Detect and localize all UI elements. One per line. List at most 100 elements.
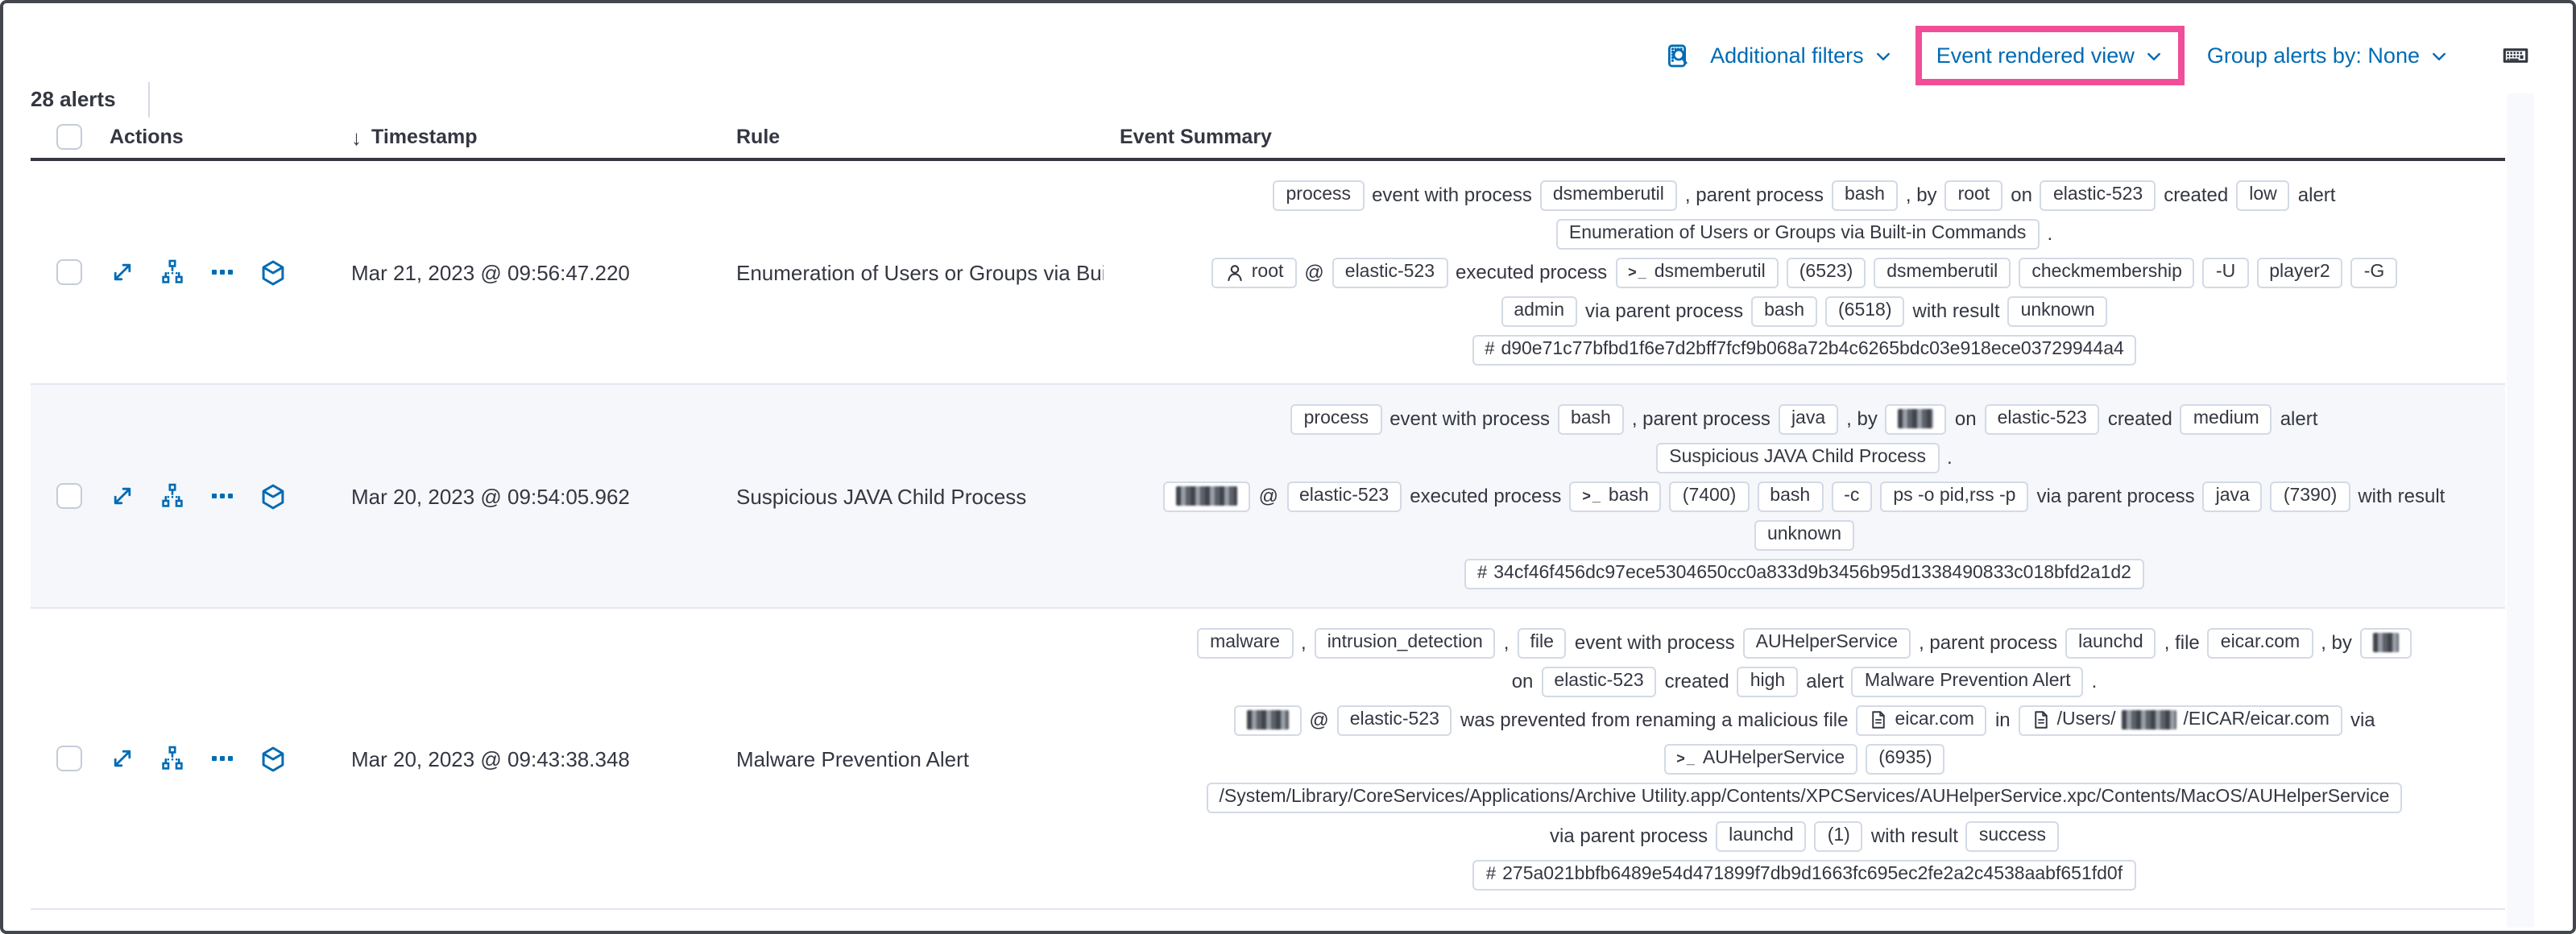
additional-filters-button[interactable]: Additional filters (1710, 43, 1893, 68)
more-actions-icon[interactable] (209, 483, 235, 509)
timestamp-value: Mar 21, 2023 @ 09:56:47.220 (351, 260, 630, 284)
badge-text: (6518) (1838, 300, 1892, 320)
badge-text: elastic-523 (1299, 486, 1389, 505)
session-view-icon[interactable] (259, 746, 285, 772)
column-header-event-summary-label: Event Summary (1120, 126, 1272, 148)
summary-badge: elastic-523 (1984, 403, 2100, 434)
summary-badge: java (2202, 481, 2263, 511)
session-view-icon[interactable] (259, 259, 285, 286)
summary-badge: >_bash (1569, 481, 1662, 511)
summary-badge: /Users//EICAR/eicar.com (2018, 705, 2342, 735)
summary-text: created (2107, 407, 2172, 430)
badge-text: checkmembership (2031, 262, 2182, 281)
summary-badge: elastic-523 (1286, 481, 1402, 511)
summary-badge: bash (1832, 180, 1898, 210)
summary-text: in (1994, 709, 2011, 731)
badge-text: launchd (2078, 632, 2143, 651)
summary-badge: -G (2350, 257, 2398, 287)
row-checkbox[interactable] (56, 746, 82, 771)
inspect-icon[interactable] (1663, 43, 1689, 68)
summary-badge: (6518) (1825, 295, 1905, 326)
summary-badge: bash (1757, 481, 1824, 511)
badge-text: ps -o pid,rss -p (1893, 486, 2016, 505)
vertical-scrollbar[interactable] (2507, 93, 2534, 928)
summary-text: . (2047, 222, 2053, 245)
badge-text: dsmemberutil (1552, 184, 1664, 204)
summary-badge: medium (2180, 403, 2272, 434)
session-view-icon[interactable] (259, 483, 285, 510)
badge-text: elastic-523 (1997, 408, 2087, 428)
badge-text: eicar.com (1895, 709, 1974, 729)
group-alerts-button[interactable]: Group alerts by: None (2207, 43, 2449, 68)
column-header-rule-label: Rule (736, 126, 781, 148)
summary-text: via (2350, 709, 2375, 731)
chevron-down-icon (2144, 46, 2164, 65)
column-header-actions: Actions (106, 126, 351, 148)
view-selector-button[interactable]: Event rendered view (1936, 43, 2164, 68)
terminal-icon: >_ (1582, 487, 1602, 503)
expand-icon[interactable] (110, 746, 135, 771)
keyboard-shortcuts-icon[interactable] (2502, 42, 2529, 69)
summary-badge: launchd (1716, 820, 1807, 851)
summary-badge: Suspicious JAVA Child Process (1656, 442, 1940, 473)
badge-text: /EICAR/eicar.com (2183, 709, 2330, 729)
row-checkbox[interactable] (56, 259, 82, 285)
analyzer-icon[interactable] (159, 259, 185, 285)
summary-badge: ps -o pid,rss -p (1880, 481, 2029, 511)
file-icon (1870, 710, 1889, 729)
column-header-timestamp[interactable]: ↓ Timestamp (351, 125, 736, 149)
badge-text: AUHelperService (1702, 748, 1845, 767)
badge-text: bash (1764, 300, 1804, 320)
summary-badge: dsmemberutil (1539, 180, 1677, 210)
summary-badge: file (1517, 627, 1567, 658)
more-actions-icon[interactable] (209, 259, 235, 285)
summary-badge: elastic-523 (1541, 666, 1657, 696)
summary-text: event with process (1389, 407, 1550, 430)
badge-text: elastic-523 (2052, 184, 2143, 204)
event-summary-line: /System/Library/CoreServices/Application… (1120, 778, 2489, 816)
analyzer-icon[interactable] (159, 746, 185, 771)
badge-text: admin (1514, 300, 1564, 320)
timestamp-value: Mar 20, 2023 @ 09:43:38.348 (351, 746, 630, 771)
summary-text: @ (1304, 261, 1324, 283)
redacted-text (1246, 710, 1289, 729)
more-actions-icon[interactable] (209, 746, 235, 771)
summary-text: , parent process (1631, 407, 1770, 430)
rule-cell: Enumeration of Users or Groups via Bui (736, 161, 1104, 383)
badge-text: Malware Prevention Alert (1864, 671, 2071, 690)
chevron-down-icon (2429, 46, 2449, 65)
summary-text: via parent process (2036, 485, 2195, 507)
summary-badge: java (1778, 403, 1839, 434)
toolbar-right: Additional filters Event rendered view G… (1663, 26, 2529, 85)
summary-text: with result (1870, 824, 1958, 847)
rule-name: Suspicious JAVA Child Process (736, 484, 1027, 508)
expand-icon[interactable] (110, 259, 135, 285)
analyzer-icon[interactable] (159, 483, 185, 509)
badge-text: java (2215, 486, 2250, 505)
row-checkbox[interactable] (56, 483, 82, 509)
badge-text: medium (2193, 408, 2259, 428)
summary-text: executed process (1456, 261, 1608, 283)
summary-text: @ (1309, 709, 1329, 731)
event-summary-line: #34cf46f456dc97ece5304650cc0a833d9b3456b… (1120, 554, 2489, 593)
summary-text: with result (1912, 300, 2000, 322)
summary-badge: unknown (2007, 295, 2108, 326)
column-header-rule: Rule (736, 126, 1104, 148)
row-checkbox-cell (31, 161, 106, 383)
expand-icon[interactable] (110, 483, 135, 509)
select-all-checkbox[interactable] (56, 124, 82, 150)
row-actions-cell (106, 385, 351, 607)
summary-badge: low (2236, 180, 2290, 210)
timestamp-cell: Mar 20, 2023 @ 09:54:05.962 (351, 385, 736, 607)
badge-text: file (1530, 632, 1554, 651)
summary-badge: #34cf46f456dc97ece5304650cc0a833d9b3456b… (1464, 558, 2144, 589)
summary-text: on (1511, 670, 1534, 692)
summary-text: event with process (1372, 184, 1532, 206)
badge-text: root (1251, 262, 1284, 281)
